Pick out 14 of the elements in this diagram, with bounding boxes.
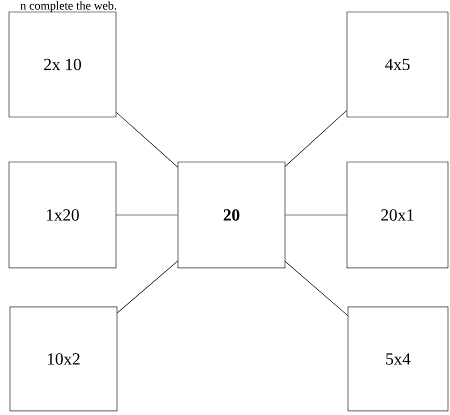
connector-line: [285, 110, 347, 167]
connector-line: [285, 214, 347, 216]
connector-line: [116, 214, 178, 216]
number-box: 5x4: [348, 306, 448, 412]
connector-line: [117, 260, 178, 314]
number-box: 20x1: [346, 162, 448, 268]
connector-line: [116, 112, 178, 168]
number-box: 10x2: [10, 306, 118, 412]
number-box: 2x 10: [8, 12, 116, 118]
number-box: 20: [178, 162, 286, 268]
number-box: 1x20: [8, 162, 116, 268]
connector-line: [285, 261, 348, 316]
number-box: 4x5: [346, 12, 448, 118]
instruction-text: n complete the web.: [20, 1, 116, 12]
